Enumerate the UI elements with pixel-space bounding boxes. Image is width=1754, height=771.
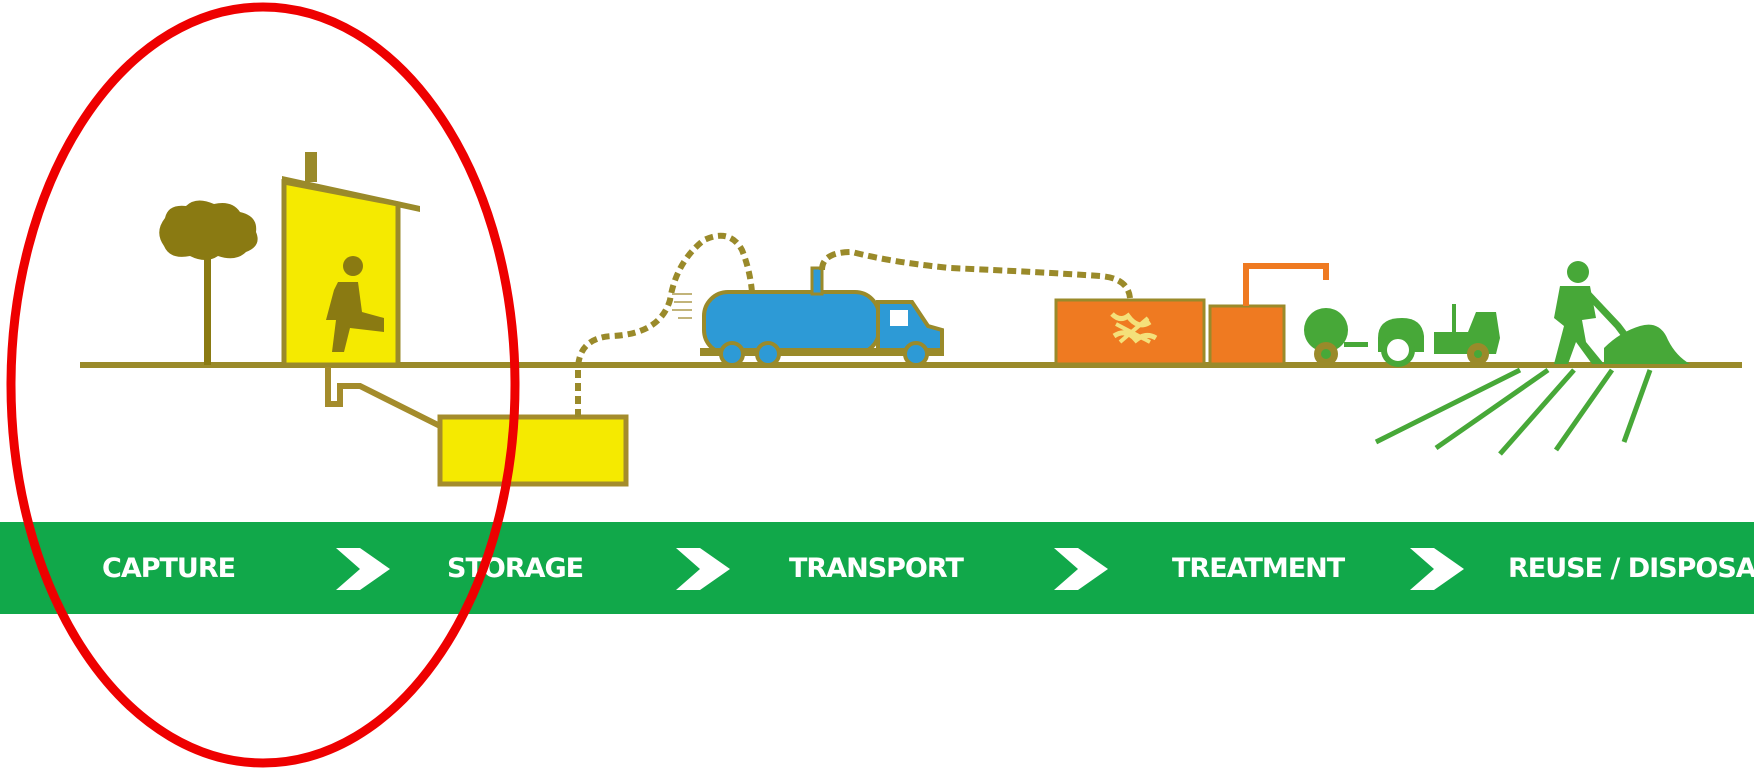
discharge-hose (819, 248, 1133, 299)
storage-tank-icon (437, 414, 629, 487)
tractor-icon (1304, 304, 1500, 367)
motion-lines (672, 293, 692, 319)
tree-icon (159, 200, 258, 365)
arrow-chevron-icon (676, 548, 730, 590)
arrow-chevron-icon (1054, 548, 1108, 590)
arrow-chevron-icon (1410, 548, 1464, 590)
suction-hose (575, 232, 755, 417)
treatment-plant-icon (1054, 263, 1329, 366)
farmer-icon (1554, 261, 1690, 364)
latrine-icon (281, 152, 420, 368)
vacuum-truck-icon (700, 266, 944, 367)
latrine-pipe (325, 367, 442, 429)
field-furrows (1374, 367, 1653, 456)
stage-banner (0, 522, 1754, 614)
